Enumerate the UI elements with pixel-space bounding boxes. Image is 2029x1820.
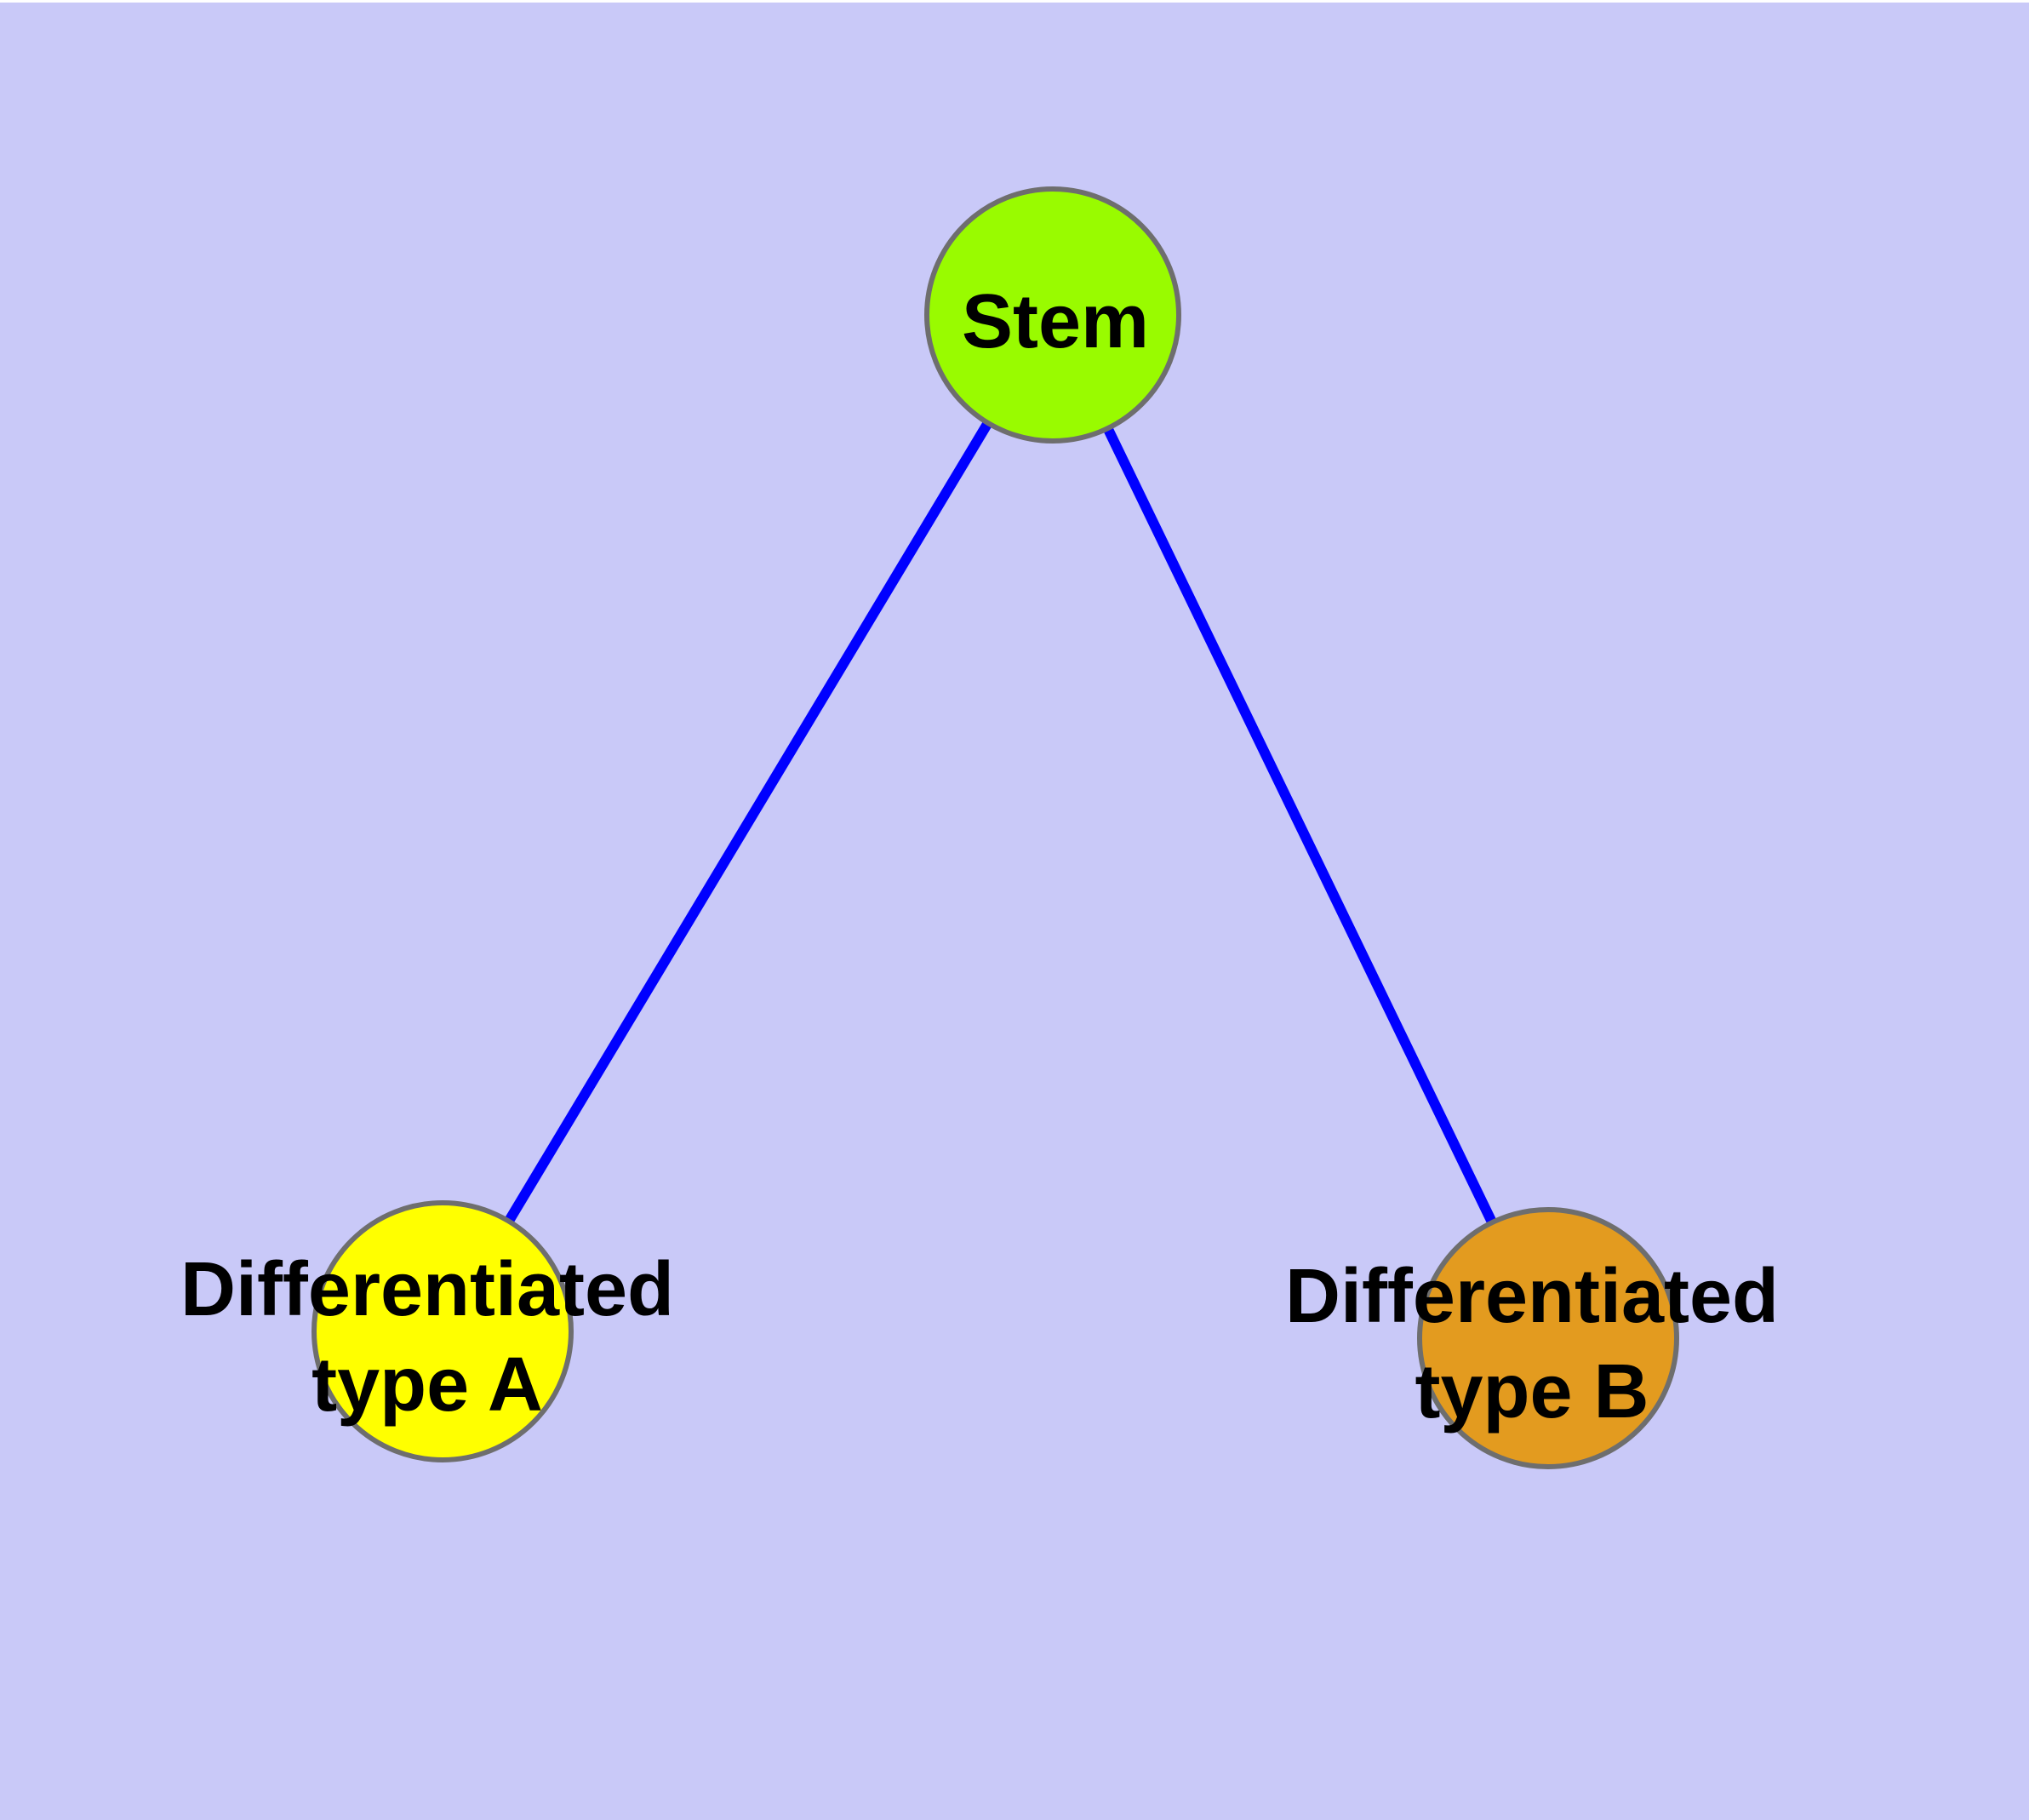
differentiated-type-a-circle (311, 1200, 574, 1462)
edge-stem-to-differentiated-type-a (437, 312, 1058, 1335)
differentiated-type-a-label-line1: Differentiated (180, 1247, 674, 1332)
node-stem: Stem (924, 186, 1181, 444)
differentiated-type-b-circle (1417, 1207, 1679, 1469)
differentiated-type-a-label-line2: type A (311, 1342, 543, 1428)
node-differentiated-type-a: Differentiated type A (180, 1200, 674, 1462)
differentiated-type-b-label-line2: type B (1415, 1349, 1649, 1434)
node-differentiated-type-b: Differentiated type B (1285, 1207, 1779, 1469)
edges (437, 312, 1553, 1341)
top-edge-strip (0, 0, 2029, 3)
differentiated-type-b-label-line1: Differentiated (1285, 1254, 1779, 1339)
stem-node-label: Stem (962, 279, 1149, 364)
edge-stem-to-differentiated-type-b (1048, 312, 1553, 1341)
stem-node-circle (924, 186, 1181, 444)
